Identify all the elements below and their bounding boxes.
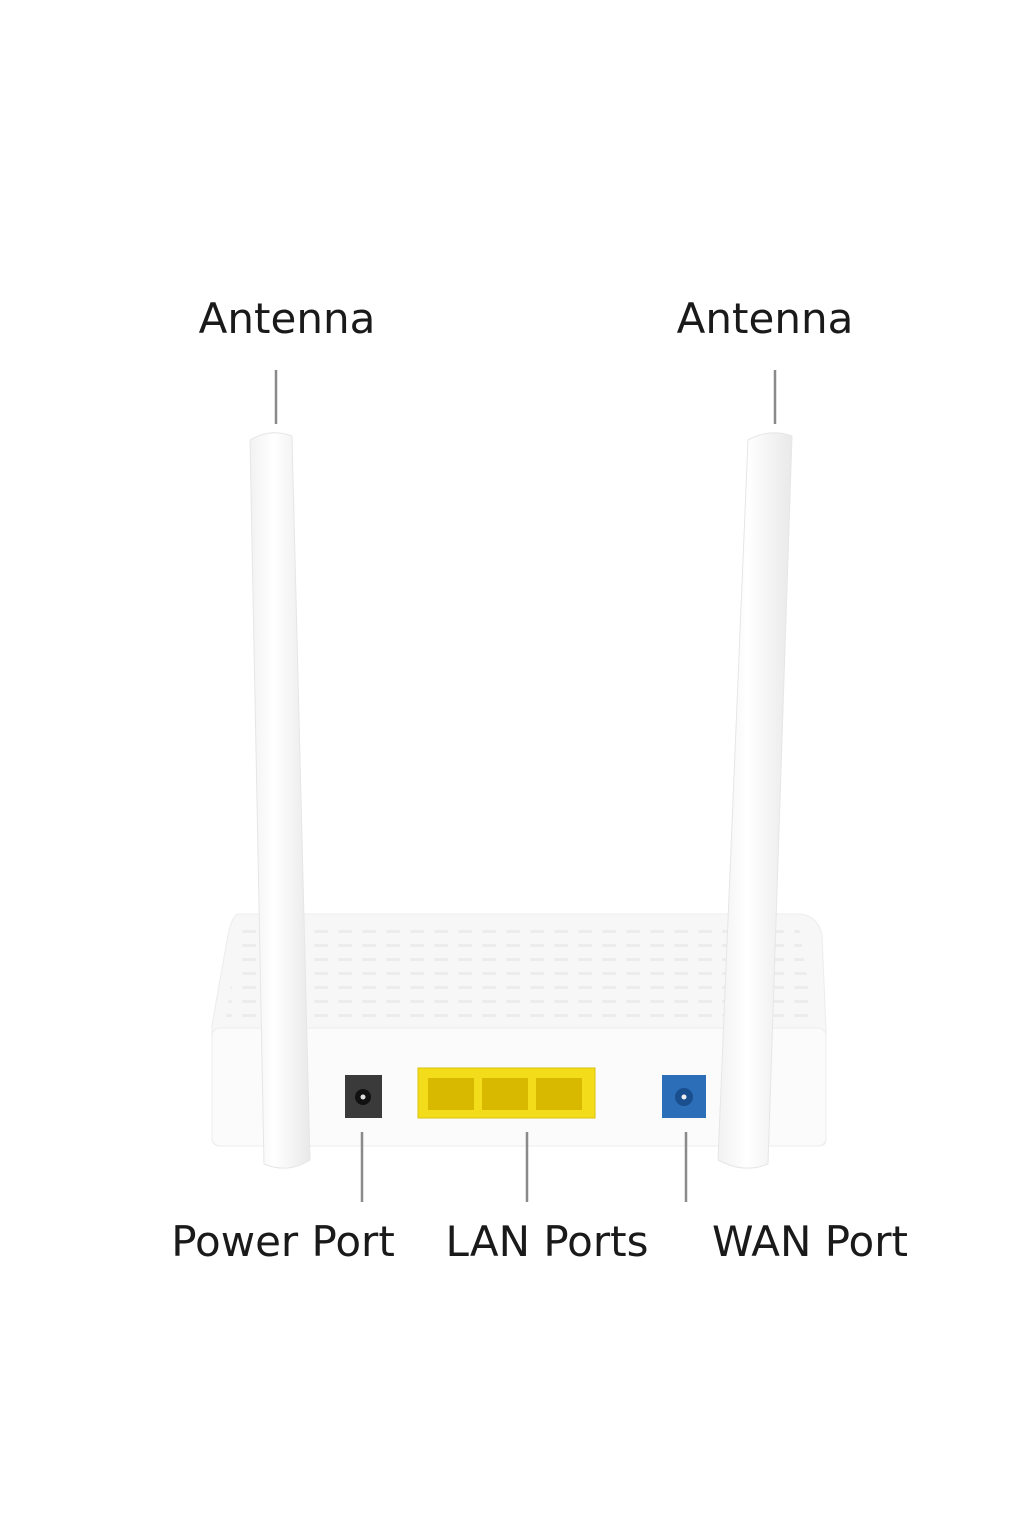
label-lan-ports: LAN Ports [445, 1217, 649, 1266]
label-antenna-left: Antenna [198, 294, 376, 343]
wan-port [662, 1075, 706, 1118]
label-power-port: Power Port [171, 1217, 395, 1266]
label-wan-port: WAN Port [712, 1217, 908, 1266]
power-port [345, 1075, 382, 1118]
antenna-right [717, 432, 793, 1169]
label-antenna-right: Antenna [676, 294, 854, 343]
lan-ports [417, 1067, 596, 1119]
antenna-left [249, 432, 311, 1169]
